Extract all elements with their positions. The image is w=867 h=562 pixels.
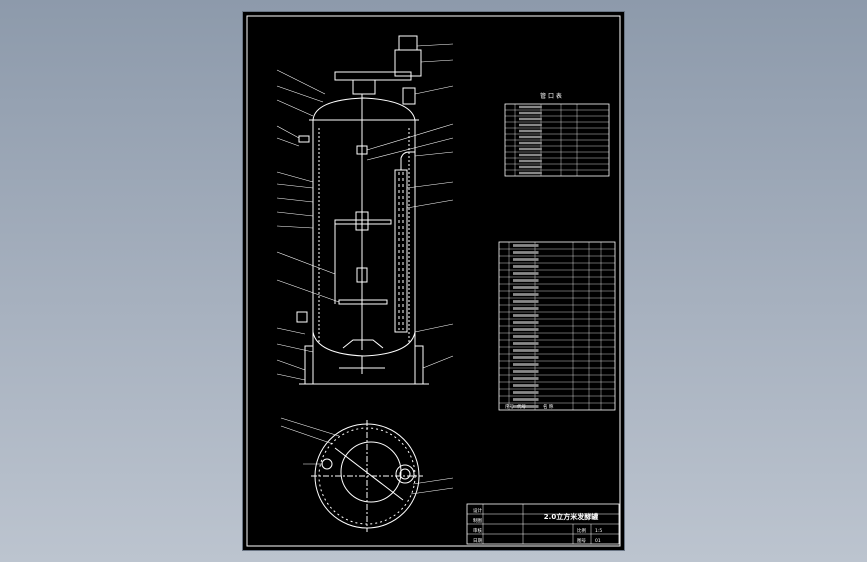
table-cell-text-mark [513,328,539,331]
table-cell-text-mark [513,265,539,268]
parts-list-table: 序号 代号 名 称 [498,241,616,411]
table-cell-text-mark [513,342,539,345]
table-cell-text-mark [513,307,539,310]
top-head [312,97,416,121]
table-cell-text-mark [513,370,539,373]
table-cell-text-mark [513,258,539,261]
gearbox [394,49,422,77]
top-nozzle [402,87,416,105]
table-cell-text-mark [513,363,539,366]
tb-scale-value: 1:5 [595,528,602,534]
plan-nozzle-right-inner [399,468,411,480]
table-cell-text-mark [519,165,542,169]
title-block: 设计 制图 审核 日期 2.0立方米发酵罐 比例 1:5 图号 01 [466,503,620,545]
lower-impeller [338,299,388,305]
table-cell-text-mark [519,171,542,175]
table-cell-text-mark [519,135,542,139]
coil-bank [394,169,408,333]
table-cell-text-mark [513,272,539,275]
table-cell-text-mark [519,153,542,157]
table-cell-text-mark [513,377,539,380]
nozzle-table-heading: 管 口 表 [540,92,562,100]
table-cell-text-mark [519,123,542,127]
plan-nozzle-left [321,458,333,470]
parts-footer-code: 代号 [517,403,526,410]
tb-scale-label: 比例 [577,527,586,534]
tb-date-label: 日期 [473,538,482,544]
bottom-head [312,331,416,357]
bearing-seat [352,79,376,95]
table-cell-text-mark [513,300,539,303]
table-cell-text-mark [519,111,542,115]
table-cell-text-mark [519,159,542,163]
table-cell-text-mark [513,321,539,324]
mid-coupling [356,267,368,283]
nozzle-table: 管 口 表 [504,92,610,177]
coil-inlet [400,151,415,170]
plan-centerline-a [334,447,404,501]
parts-footer-name: 名 称 [543,403,554,410]
table-cell-text-mark [519,117,542,121]
tb-checker-label: 制图 [473,517,482,524]
table-cell-text-mark [513,244,539,247]
table-cell-text-mark [513,391,539,394]
upper-impeller [334,219,392,225]
cad-drawing: 管 口 表 序号 代号 名 称 设计 制图 审核 日期 2.0立方米发酵罐 比例… [246,15,621,547]
bottom-bearing [342,339,384,349]
tb-sheet-label: 图号 [577,538,586,544]
leg-right [414,345,424,385]
vessel-plan-view [311,420,423,532]
upper-hub [355,211,369,231]
tb-designer-label: 设计 [473,507,482,514]
table-cell-text-mark [519,105,542,109]
table-cell-text-mark [513,251,539,254]
drawing-frame [246,15,621,547]
table-cell-text-mark [513,293,539,296]
plan-leader-lines [280,417,454,495]
sight-glass [298,135,310,143]
table-cell-text-mark [513,286,539,289]
table-cell-text-mark [519,147,542,151]
side-nozzle [296,311,308,323]
table-cell-text-mark [513,335,539,338]
table-cell-text-mark [513,356,539,359]
leader-lines-left [276,69,340,381]
table-cell-text-mark [519,129,542,133]
plan-nozzle-right [395,464,415,484]
motor [398,35,418,51]
tb-sheet-value: 01 [595,538,601,544]
table-cell-text-mark [513,398,539,401]
tb-approver-label: 审核 [473,527,482,534]
table-cell-text-mark [513,349,539,352]
plan-manway [340,441,402,503]
table-cell-text-mark [513,405,539,408]
drawing-title: 2.0立方米发酵罐 [544,512,598,521]
table-cell-text-mark [519,141,542,145]
drawing-sheet: 管 口 表 序号 代号 名 称 设计 制图 审核 日期 2.0立方米发酵罐 比例… [243,12,624,550]
table-cell-text-mark [513,279,539,282]
vessel-elevation [296,35,429,385]
table-cell-text-mark [513,314,539,317]
leader-lines-right [366,43,454,369]
table-cell-text-mark [513,384,539,387]
parts-footer-index: 序号 [505,403,514,410]
